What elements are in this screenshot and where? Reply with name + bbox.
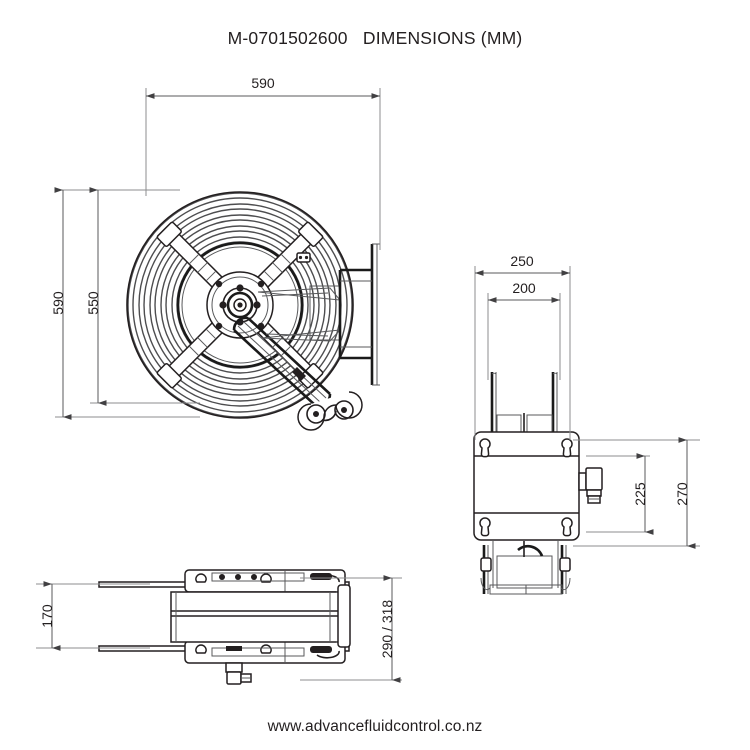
dim-label-plan-depth: 290 / 318	[379, 600, 395, 659]
side-frame-posts	[490, 372, 558, 434]
reel-drum-circle-inner	[181, 246, 299, 364]
side-reel-body	[480, 540, 571, 595]
keyhole-slot-bottom-right	[561, 517, 573, 537]
plan-view-geometry	[98, 569, 351, 685]
page-title: M-0701502600 DIMENSIONS (MM)	[227, 28, 523, 48]
hose-nozzle-holder	[297, 391, 363, 431]
footer-website-url[interactable]: www.advancefluidcontrol.co.nz	[267, 718, 483, 735]
keyhole-slots	[479, 438, 573, 537]
hose-feed-tube	[257, 285, 341, 342]
plan-keyhole-slots	[195, 573, 272, 654]
dim-label-side-width-outer: 250	[510, 253, 534, 269]
plan-right-end-cap	[310, 573, 351, 659]
dim-label-side-width-inner: 200	[512, 280, 536, 296]
plan-reel-drum	[170, 591, 346, 643]
keyhole-slot-top-left	[479, 438, 491, 458]
front-view-dimensions: 590 590 550	[50, 75, 381, 420]
hose-guide-arm	[232, 316, 332, 408]
keyhole-slot-bottom-left	[479, 517, 491, 537]
side-view-geometry	[473, 372, 603, 595]
reel-drum-circle	[176, 241, 304, 369]
keyhole-slot-top-right	[561, 438, 573, 458]
dim-label-front-height-inner: 550	[85, 291, 101, 315]
plan-fastener-bar	[211, 571, 305, 663]
side-view-dimensions: 250 200 225 270	[474, 253, 700, 549]
dim-label-side-height-inner: 225	[632, 482, 648, 506]
dim-label-plan-height: 170	[39, 604, 55, 628]
front-mounting-bracket	[296, 243, 380, 386]
front-view-geometry	[126, 191, 380, 431]
reel-hub	[206, 271, 274, 339]
plan-view-dimensions: 170 290 / 318	[36, 575, 402, 683]
side-mounting-plate	[473, 431, 580, 541]
dim-label-side-height-outer: 270	[674, 482, 690, 506]
side-inlet-fitting	[578, 467, 603, 504]
dim-label-front-height-outer: 590	[50, 291, 66, 315]
dim-label-front-width: 590	[251, 75, 275, 91]
plan-outlet-fitting	[225, 662, 252, 685]
reel-flange-outer	[126, 191, 354, 419]
